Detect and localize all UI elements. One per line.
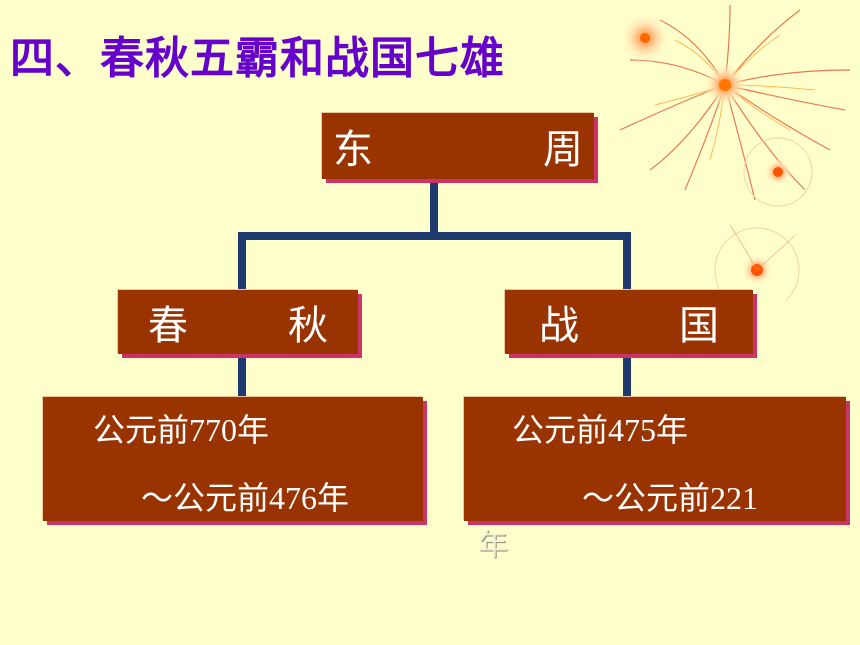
node-dongzhou: 东 周: [322, 113, 594, 179]
date-chunqiu-start: 公元前770年: [93, 412, 270, 448]
date-zhanguo-overflow: 年: [478, 529, 508, 562]
connector-horizontal: [238, 232, 631, 240]
node-zhanguo: 战 国: [505, 290, 753, 354]
date-box-zhanguo: 公元前475年 ～公元前221: [464, 397, 846, 521]
date-chunqiu-end: ～公元前476年: [141, 480, 350, 516]
date-box-chunqiu: 公元前770年 ～公元前476年: [43, 397, 423, 521]
connector-left-down: [238, 232, 246, 290]
node-chunqiu: 春 秋: [118, 290, 358, 354]
connector-left-date: [238, 355, 246, 397]
page-title: 四、春秋五霸和战国七雄: [10, 33, 505, 84]
fireworks-icon: [619, 4, 851, 300]
date-zhanguo-start: 公元前475年: [512, 412, 689, 448]
date-zhanguo-end: ～公元前221: [582, 480, 759, 516]
connector-right-down: [623, 232, 631, 290]
connector-right-date: [623, 355, 631, 397]
node-dongzhou-label: 东 周: [333, 127, 613, 173]
connector-root-down: [430, 182, 438, 232]
node-chunqiu-label: 春 秋: [148, 303, 358, 349]
node-zhanguo-label: 战 国: [539, 303, 749, 349]
